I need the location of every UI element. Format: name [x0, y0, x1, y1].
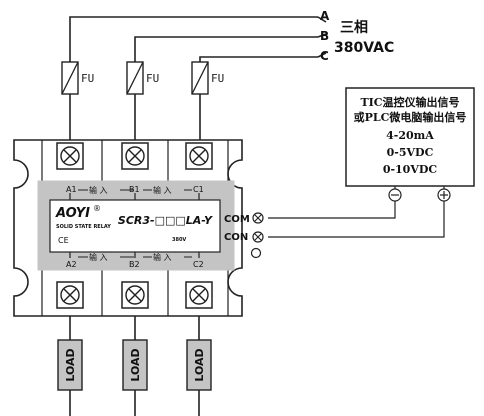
arrow-text-top-2: 输 入 [153, 185, 172, 195]
phase-a-wire [69, 16, 318, 145]
phase-tip-b [317, 33, 327, 38]
negative-terminal-icon [388, 188, 402, 202]
phase-a-label: A [320, 9, 330, 23]
terminal-b2: B2 [129, 260, 140, 269]
screw-a1-icon [56, 142, 84, 170]
phase-b-wire [134, 36, 318, 145]
fuse-b-label: FU [146, 72, 159, 85]
supply-title: 三相 [340, 19, 368, 36]
top-terminal-ticks [69, 189, 200, 200]
signal-line-5: 0-10VDC [383, 163, 438, 176]
load-c-label: LOAD [193, 348, 206, 381]
signal-line-2: 或PLC微电脑输出信号 [354, 110, 467, 124]
con-terminal-icon [252, 231, 264, 243]
phase-c-wire [199, 56, 318, 145]
fuse-a [61, 61, 79, 95]
con-label: CON [224, 232, 248, 243]
terminal-b1: B1 [129, 185, 140, 194]
com-label: COM [224, 214, 250, 225]
phase-tip-c [317, 52, 327, 58]
terminal-c1: C1 [193, 185, 204, 194]
fuse-c [191, 61, 209, 95]
arrow-text-top-1: 输 入 [89, 185, 108, 195]
screw-b1-icon [121, 142, 149, 170]
terminal-a2: A2 [66, 260, 77, 269]
screw-c1-icon [185, 142, 213, 170]
signal-box: TIC温控仪输出信号 或PLC微电脑输出信号 4-20mA 0-5VDC 0-1… [345, 87, 475, 187]
signal-line-4: 0-5VDC [387, 146, 434, 159]
screw-b2-icon [121, 281, 149, 309]
led-indicator-icon [250, 247, 262, 259]
supply-voltage: 380VAC [334, 40, 394, 56]
relay-rating: 380V [172, 237, 186, 243]
phase-c-label: C [320, 49, 329, 63]
load-a: LOAD [57, 339, 83, 391]
negative-wire [268, 186, 396, 219]
terminal-c2: C2 [193, 260, 204, 269]
load-b: LOAD [122, 339, 148, 391]
load-a-label: LOAD [64, 348, 77, 381]
signal-line-1: TIC温控仪输出信号 [360, 95, 459, 109]
relay-subtitle: SOLID STATE RELAY [56, 224, 111, 230]
arrow-text-bottom-1: 输 入 [89, 252, 108, 262]
signal-line-3: 4-20mA [386, 129, 434, 142]
screw-a2-icon [56, 281, 84, 309]
terminal-a1: A1 [66, 185, 77, 194]
positive-terminal-icon [437, 188, 451, 202]
relay-model: SCR3-□□□LA-Y [118, 214, 213, 227]
load-b-label: LOAD [129, 348, 142, 381]
relay-label-plate [37, 180, 235, 271]
fuse-c-label: FU [211, 72, 224, 85]
relay-brand: AOYI [55, 206, 90, 221]
phase-tip-a [317, 16, 327, 23]
registered-mark: ® [93, 204, 101, 213]
screw-c2-icon [185, 281, 213, 309]
ce-mark: CE [58, 236, 69, 245]
supply-lines [69, 16, 327, 145]
positive-wire [268, 186, 445, 238]
load-c: LOAD [186, 339, 212, 391]
com-terminal-icon [252, 212, 264, 224]
arrow-text-bottom-2: 输 入 [153, 252, 172, 262]
bottom-terminal-ticks [69, 252, 200, 258]
fuse-b [126, 61, 144, 95]
phase-b-label: B [320, 29, 329, 43]
fuse-a-label: FU [81, 72, 94, 85]
